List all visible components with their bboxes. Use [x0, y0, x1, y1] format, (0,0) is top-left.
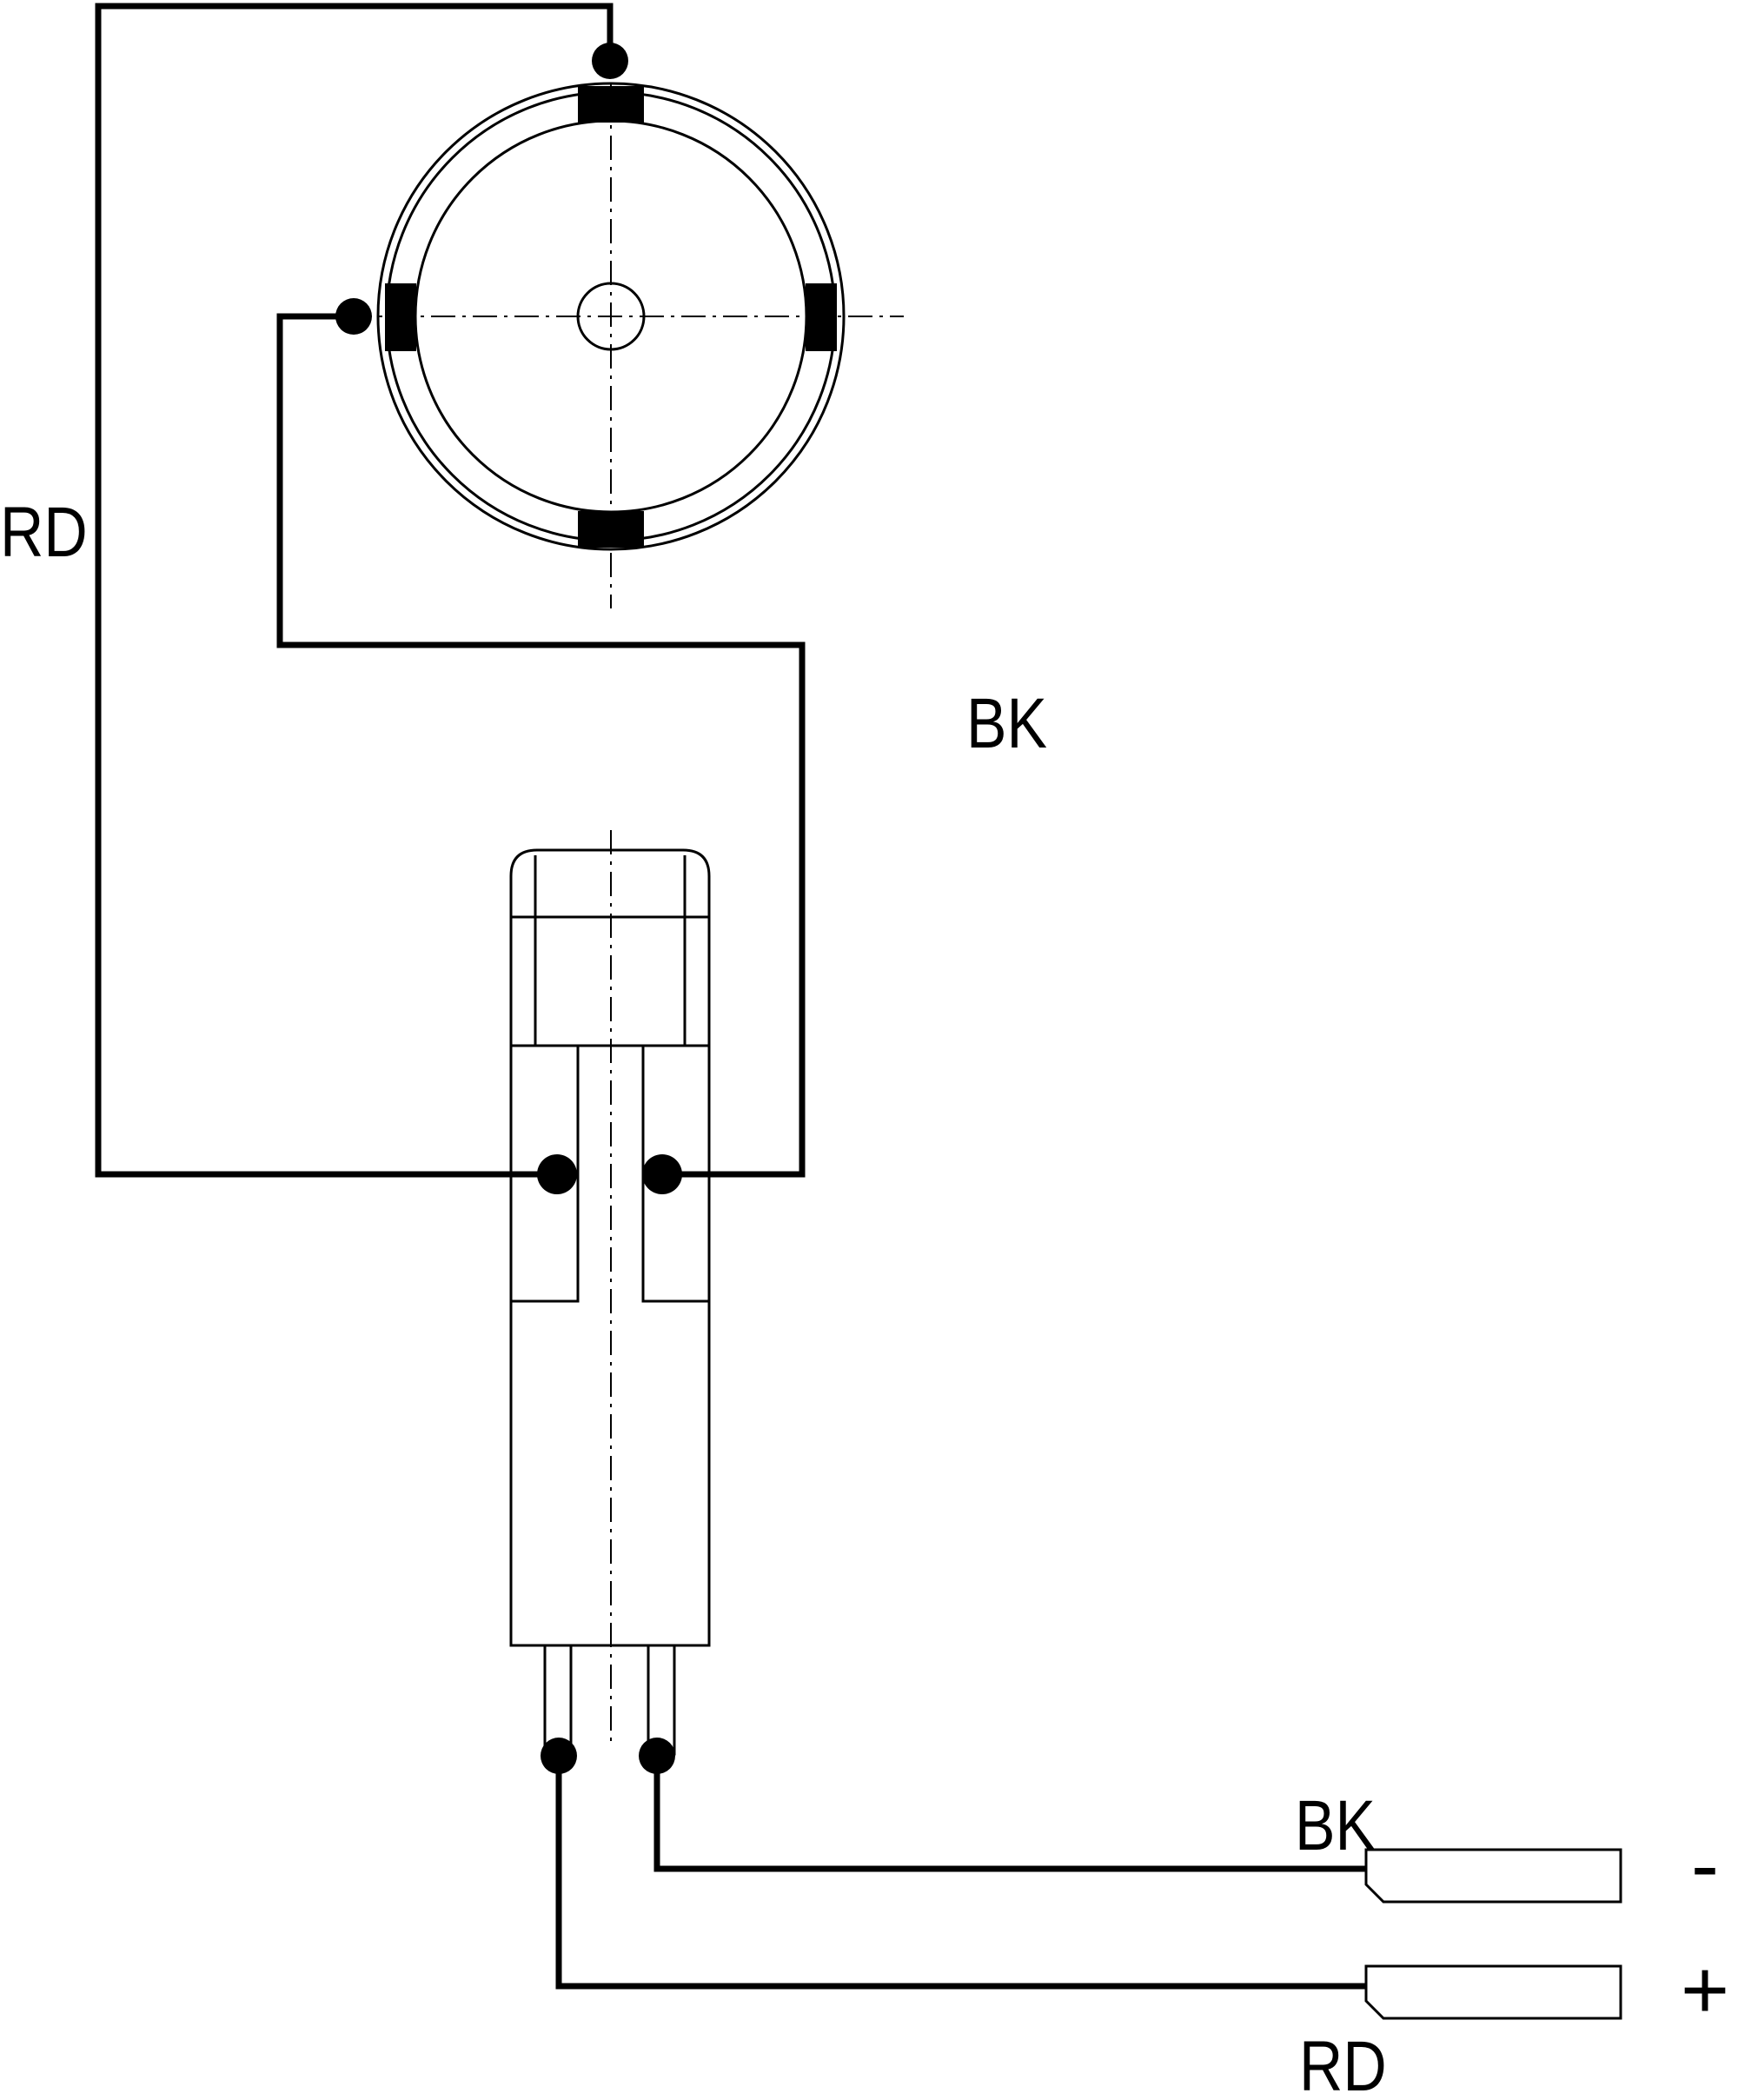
wires	[95, 3, 1368, 1990]
motor-end-view	[348, 52, 904, 608]
wire-label-bk-minus: BK	[1295, 1786, 1376, 1866]
wire-label-rd-plus: RD	[1299, 2027, 1387, 2100]
wire-rd-loop	[95, 3, 614, 1178]
terminals	[1364, 1848, 1622, 2020]
connection-dot-contact-left	[537, 1154, 577, 1194]
brush-right	[806, 283, 837, 351]
wire-label-bk-loop: BK	[966, 684, 1047, 764]
terminal-minus	[1364, 1848, 1622, 1904]
brush-bottom	[578, 511, 644, 548]
connection-points	[335, 43, 682, 1774]
pin-right	[647, 1644, 676, 1756]
brush-left	[385, 283, 416, 351]
labels: RD BK BK RD - +	[0, 493, 1729, 2100]
connection-dot-pin-left	[541, 1738, 577, 1774]
connection-dot-pin-right	[639, 1738, 675, 1774]
wire-bk-loop	[276, 313, 806, 1178]
contact-slot-left	[511, 1044, 580, 1303]
terminal-plus	[1364, 1964, 1622, 2020]
wire-label-rd-loop: RD	[0, 493, 88, 573]
brush-top	[578, 86, 644, 123]
connection-dot-contact-right	[642, 1154, 682, 1194]
terminal-sign-minus: -	[1691, 1818, 1719, 1911]
connector-body	[509, 830, 711, 1756]
connection-dot-motor-top	[592, 43, 628, 79]
wire-bk-minus-lead	[653, 1752, 1368, 1872]
terminal-sign-plus: +	[1681, 1944, 1729, 2037]
wire-rd-plus-lead	[555, 1752, 1368, 1990]
connection-dot-motor-left	[335, 298, 372, 335]
